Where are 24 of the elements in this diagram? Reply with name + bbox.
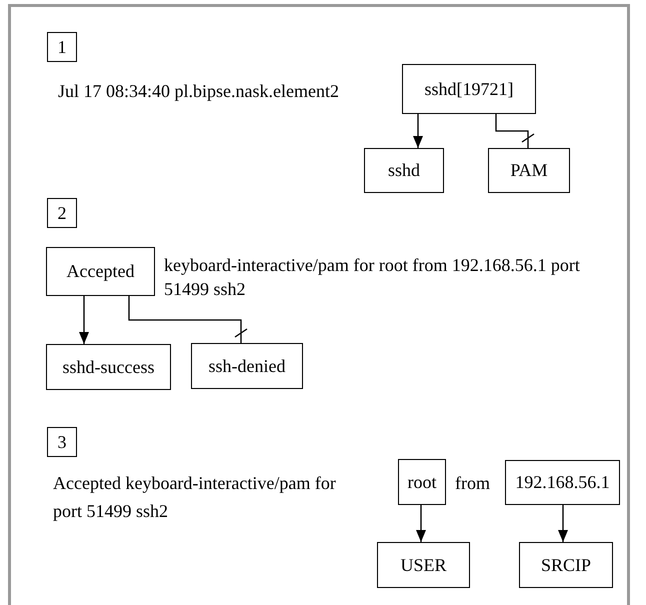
arrow	[558, 505, 568, 542]
process-box: SRCIP	[519, 542, 613, 588]
process-box: Accepted	[46, 247, 155, 296]
log-text: keyboard-interactive/pam for root from 192.168.56.1 port 51499 ssh2	[164, 254, 581, 301]
arrow	[416, 505, 426, 542]
negated-connector	[128, 296, 248, 343]
section-number: 1	[47, 32, 77, 62]
negated-connector	[495, 114, 535, 148]
log-text: from	[455, 472, 491, 495]
process-box: sshd[19721]	[402, 64, 536, 114]
token-box: root	[398, 459, 446, 505]
token-box: 192.168.56.1	[505, 460, 620, 505]
process-box: PAM	[488, 148, 570, 193]
process-box: sshd	[364, 148, 444, 193]
section-number: 3	[47, 427, 77, 457]
process-box: sshd-success	[46, 344, 171, 390]
arrow	[413, 114, 423, 148]
process-box: ssh-denied	[191, 343, 303, 389]
log-text: port 51499 ssh2	[53, 500, 170, 523]
log-text: Jul 17 08:34:40 pl.bipse.nask.element2	[58, 80, 340, 103]
log-text: Accepted keyboard-interactive/pam for	[53, 472, 337, 495]
section-number: 2	[47, 198, 77, 228]
arrow	[79, 296, 89, 344]
process-box: USER	[377, 542, 470, 588]
